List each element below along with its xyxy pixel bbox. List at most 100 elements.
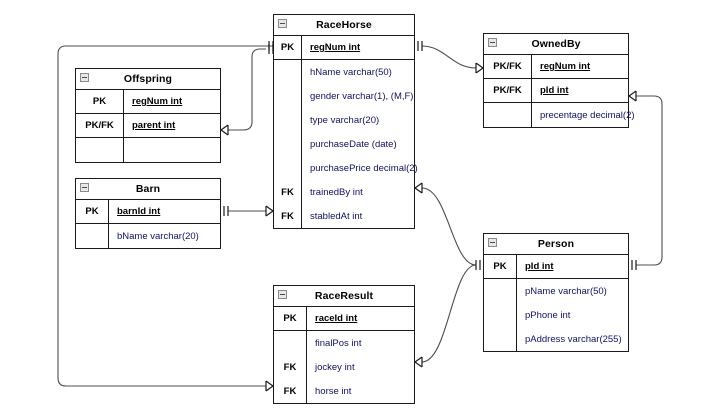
attribute-name: type varchar(20)	[310, 114, 380, 126]
cardinality-one-person-left-pid	[475, 260, 481, 270]
attribute-name: hName varchar(50)	[310, 66, 392, 78]
key-marker	[274, 156, 302, 180]
attribute-name: bName varchar(20)	[117, 230, 199, 242]
key-marker	[484, 279, 517, 303]
cardinality-many-racehorse-stabledat	[265, 205, 274, 217]
collapse-icon[interactable]	[80, 73, 89, 82]
key-marker	[274, 84, 302, 108]
key-marker: FK	[274, 180, 302, 204]
key-marker: FK	[274, 379, 307, 403]
attribute-row[interactable]: purchasePrice decimal(2)	[274, 156, 418, 180]
attribute-name: precentage decimal(2)	[540, 109, 635, 121]
connector-offspring-parent-racehorse	[228, 48, 266, 131]
attribute-name: horse int	[315, 385, 352, 397]
key-marker: PK	[274, 36, 302, 59]
attribute-name: purchasePrice decimal(2)	[310, 162, 418, 174]
attribute-row[interactable]: PK raceId int	[274, 307, 414, 331]
cardinality-one-person-right-pid	[631, 260, 637, 270]
entity-title: Person	[537, 238, 575, 250]
cardinality-many-ownedby-regnum	[475, 62, 484, 74]
attribute-name: pAddress varchar(255)	[525, 333, 622, 345]
key-marker: PK	[484, 255, 517, 278]
connector-racehorse-trainedby-person	[421, 187, 477, 266]
cardinality-many-raceresult-jockey	[414, 356, 423, 368]
attribute-row[interactable]: pAddress varchar(255)	[484, 327, 628, 351]
key-marker	[484, 303, 517, 327]
entity-header-racehorse: RaceHorse	[274, 15, 414, 36]
connector-ownedby-pid-person	[636, 95, 663, 266]
attribute-row[interactable]: FK horse int	[274, 379, 414, 403]
key-marker: PK/FK	[76, 114, 124, 137]
key-marker	[274, 331, 307, 355]
attribute-row[interactable]: PK/FK regNum int	[484, 55, 628, 79]
key-marker	[274, 108, 302, 132]
key-marker: FK	[274, 355, 307, 379]
attribute-row[interactable]: PK pId int	[484, 255, 628, 279]
attribute-name: purchaseDate (date)	[310, 138, 397, 150]
key-marker: PK	[76, 200, 109, 223]
attribute-name: pName varchar(50)	[525, 285, 607, 297]
attribute-row[interactable]: PK/FK parent int	[76, 114, 220, 138]
attribute-name: regNum int	[540, 61, 591, 72]
attribute-row[interactable]: gender varchar(1), (M,F)	[274, 84, 414, 108]
attribute-row[interactable]: pName varchar(50)	[484, 279, 628, 303]
entity-title: Barn	[135, 183, 161, 195]
attribute-name: parent int	[132, 120, 176, 131]
attribute-row[interactable]: bName varchar(20)	[76, 224, 220, 248]
attribute-name: gender varchar(1), (M,F)	[310, 90, 414, 102]
collapse-icon[interactable]	[278, 19, 287, 28]
collapse-icon[interactable]	[488, 238, 497, 247]
connector-racehorse-ownedby-regnum	[421, 45, 477, 69]
attribute-name	[124, 138, 220, 162]
attribute-name: jockey int	[315, 361, 355, 373]
cardinality-many-offspring-parent	[220, 124, 229, 136]
attribute-row[interactable]: pPhone int	[484, 303, 628, 327]
attribute-name: pId int	[540, 85, 569, 96]
attribute-row[interactable]: FK stabledAt int	[274, 204, 414, 228]
attribute-row[interactable]: finalPos int	[274, 331, 414, 355]
attribute-row[interactable]: PK/FK pId int	[484, 79, 628, 103]
key-marker	[274, 132, 302, 156]
attribute-name: raceId int	[315, 313, 358, 324]
attribute-name: trainedBy int	[310, 186, 363, 198]
key-marker: PK/FK	[484, 79, 532, 102]
attribute-row[interactable]: FK trainedBy int	[274, 180, 414, 204]
key-marker: FK	[274, 204, 302, 228]
key-marker: PK/FK	[484, 55, 532, 78]
key-marker	[484, 103, 532, 127]
entity-header-person: Person	[484, 234, 628, 255]
attribute-name: stabledAt int	[310, 210, 363, 222]
collapse-icon[interactable]	[278, 290, 287, 299]
attribute-name: pPhone int	[525, 309, 571, 321]
attribute-row[interactable]: precentage decimal(2)	[484, 103, 635, 127]
key-marker	[484, 327, 517, 351]
attribute-name: pId int	[525, 261, 554, 272]
entity-title: RaceResult	[314, 290, 374, 302]
entity-header-barn: Barn	[76, 179, 220, 200]
attribute-row[interactable]: purchaseDate (date)	[274, 132, 414, 156]
attribute-row[interactable]: FK jockey int	[274, 355, 414, 379]
collapse-icon[interactable]	[80, 183, 89, 192]
key-marker: PK	[274, 307, 307, 330]
key-marker	[274, 60, 302, 84]
connector-raceresult-jockey-person	[421, 264, 477, 363]
attribute-row[interactable]: type varchar(20)	[274, 108, 414, 132]
cardinality-many-racehorse-trainedby	[414, 182, 423, 194]
attribute-row[interactable]: hName varchar(50)	[274, 60, 414, 84]
attribute-name: regNum int	[132, 96, 183, 107]
collapse-icon[interactable]	[488, 38, 497, 47]
entity-title: RaceHorse	[316, 19, 372, 31]
attribute-row[interactable]	[76, 138, 220, 162]
entity-title: OwnedBy	[531, 38, 581, 50]
cardinality-many-ownedby-pid	[628, 90, 637, 102]
